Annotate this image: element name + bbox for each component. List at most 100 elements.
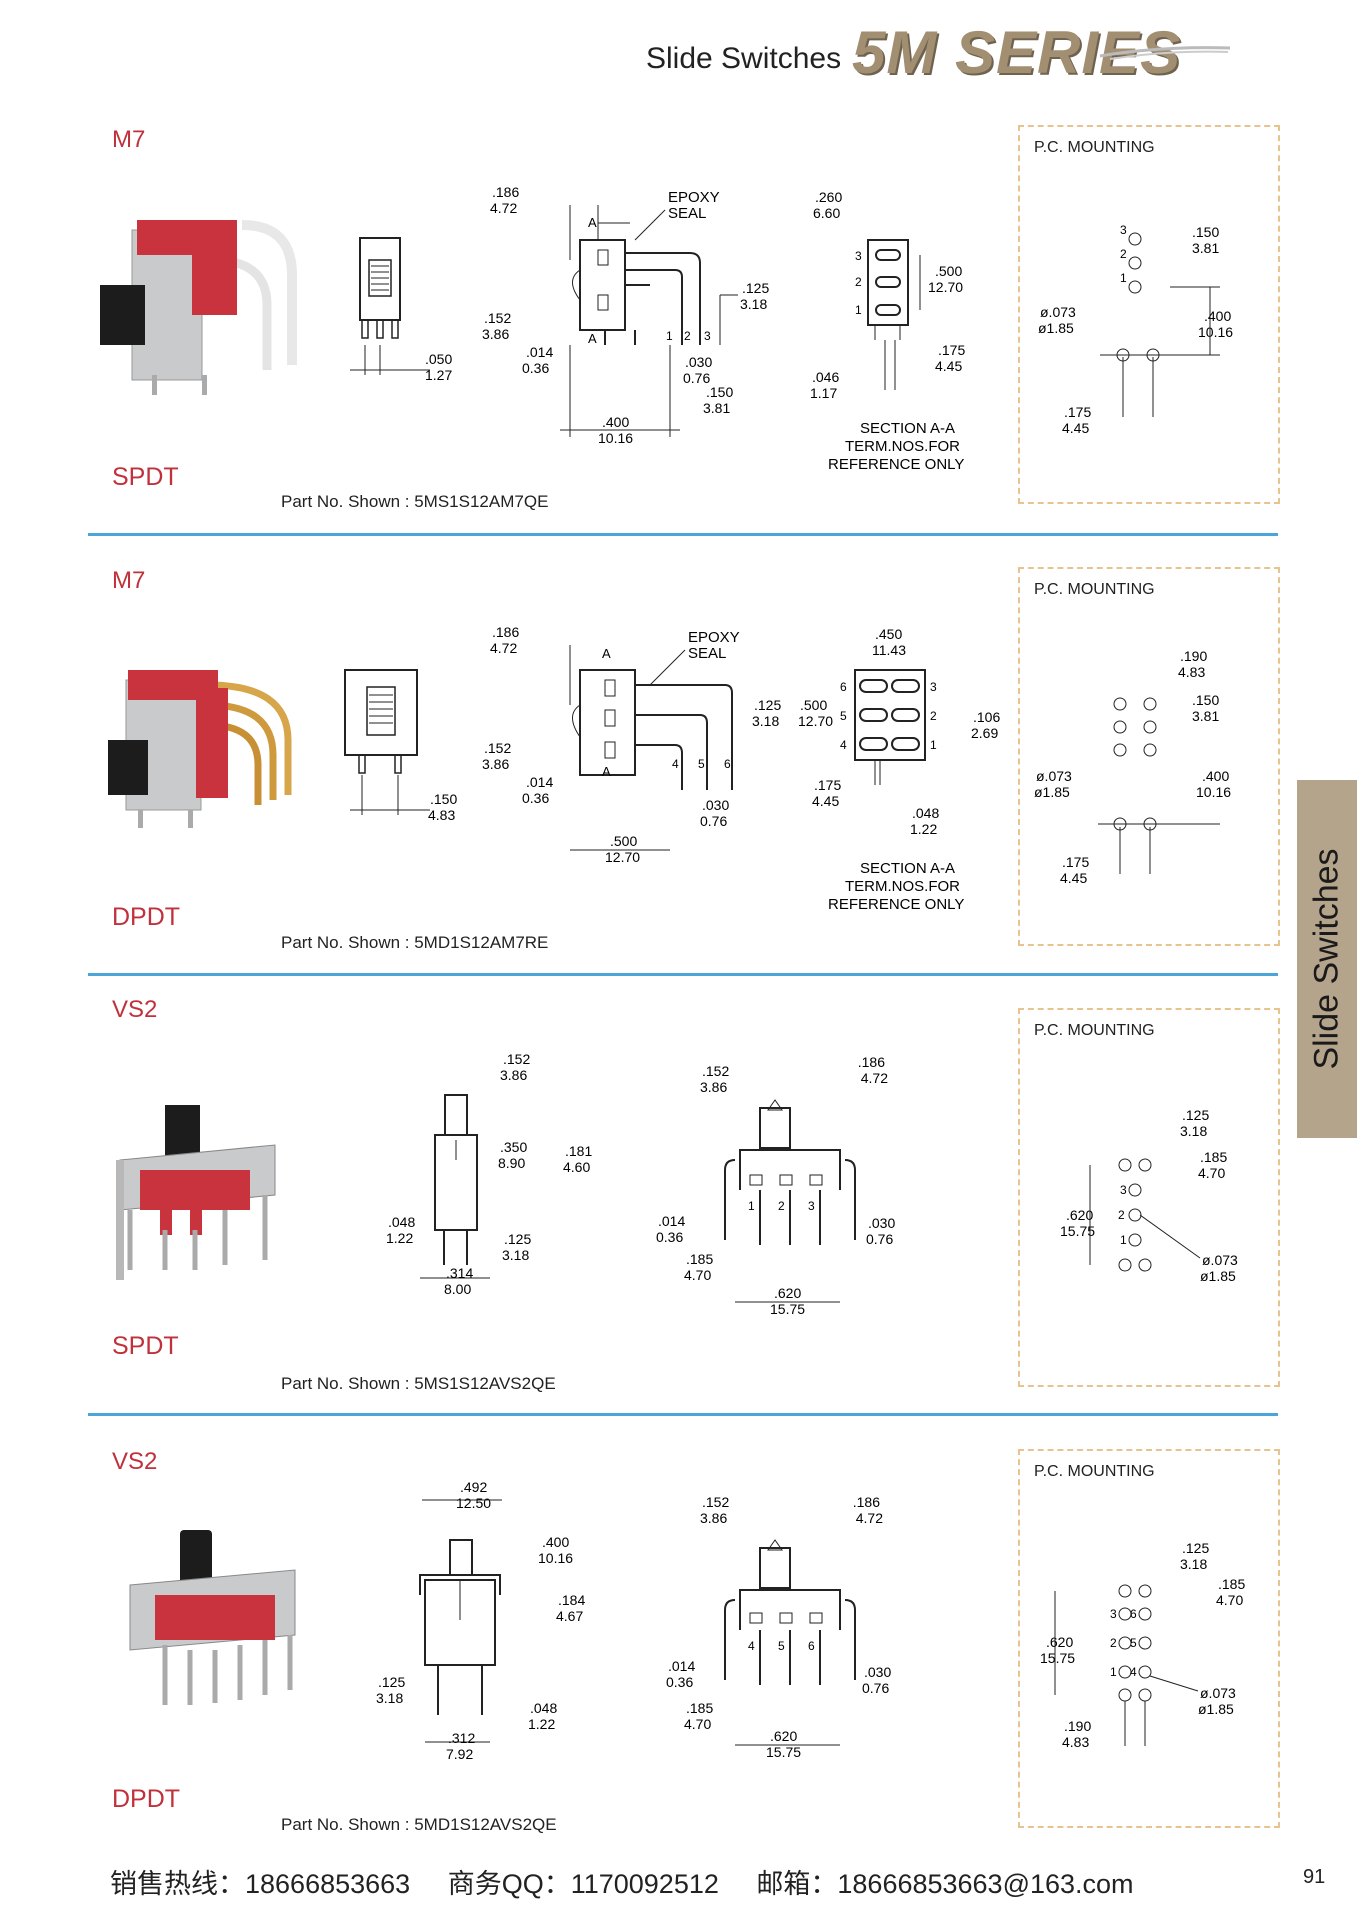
dim-text: 4.70 (684, 1267, 711, 1283)
page-number: 91 (1303, 1866, 1326, 1888)
terminal-label: 5 (698, 757, 705, 771)
dim-text: .314 (446, 1265, 473, 1281)
dim-text: 0.76 (683, 370, 710, 386)
pole-label: DPDT (112, 903, 181, 931)
pole-label: SPDT (112, 463, 179, 491)
dim-text: .125 (378, 1674, 405, 1690)
dim-text: .500 (610, 833, 637, 849)
dim-text: .046 (812, 369, 839, 385)
dim-text: 3.18 (376, 1690, 403, 1706)
dim-text: .152 (702, 1063, 729, 1079)
model-label: VS2 (112, 996, 158, 1023)
dim-text: 3.86 (482, 326, 509, 342)
mounting-title: P.C. MOUNTING (1034, 139, 1155, 156)
section-caption: SECTION A-A (860, 860, 955, 877)
dim-text: .050 (425, 351, 452, 367)
side-view-drawing: .186 4.72 EPOXY SEAL A 4 5 6 .125 3.18 .… (482, 624, 781, 865)
terminal-label: 2 (855, 275, 862, 289)
dim-text: 15.75 (1040, 1650, 1075, 1666)
terminal-label: 1 (1120, 1233, 1127, 1247)
side-tab-label: Slide Switches (1307, 848, 1346, 1070)
dim-text: .186 (492, 624, 519, 640)
dim-text: 7.92 (446, 1746, 473, 1762)
dim-text: 0.76 (862, 1680, 889, 1696)
terminal-label: 3 (1120, 1183, 1127, 1197)
dim-text: .350 (500, 1139, 527, 1155)
section-divider (88, 973, 1278, 976)
dim-text: 4.83 (1178, 664, 1205, 680)
dim-text: .185 (686, 1251, 713, 1267)
dim-text: ø.073 (1036, 768, 1072, 784)
dim-text: .400 (542, 1534, 569, 1550)
terminal-label: 1 (855, 303, 862, 317)
dim-text: 0.36 (522, 790, 549, 806)
pc-mounting-box: P.C. MOUNTING .190 4.83 .150 3.81 ø.073 … (1018, 567, 1280, 946)
pole-label: SPDT (112, 1332, 179, 1360)
dim-text: EPOXY (688, 629, 740, 646)
model-label: VS2 (112, 1448, 158, 1475)
dim-text: ø.073 (1200, 1685, 1236, 1701)
dim-text: .152 (503, 1051, 530, 1067)
dim-text: .175 (1064, 404, 1091, 420)
terminal-label: 1 (930, 738, 937, 752)
dim-text: .185 (686, 1700, 713, 1716)
dim-text: .152 (484, 310, 511, 326)
dim-text: 8.90 (498, 1155, 525, 1171)
dim-text: 1.22 (910, 821, 937, 837)
end-view-drawing: .152 3.86 .350 8.90 .181 4.60 .048 1.22 … (386, 1051, 592, 1297)
terminal-label: 5 (1130, 1636, 1137, 1650)
model-label: M7 (112, 567, 146, 594)
dim-text: .500 (800, 697, 827, 713)
dim-text: .030 (868, 1215, 895, 1231)
dim-text: 4.45 (812, 793, 839, 809)
dim-text: 1.27 (425, 367, 452, 383)
dim-text: .184 (558, 1592, 585, 1608)
terminal-label: 2 (930, 709, 937, 723)
section-caption: TERM.NOS.FOR (845, 438, 960, 455)
dim-text: 15.75 (770, 1301, 805, 1317)
section-caption: REFERENCE ONLY (828, 456, 964, 473)
dim-text: 3.18 (740, 296, 767, 312)
pc-mounting-drawing: 3 2 1 6 5 4 .125 3.18 .185 4.70 .620 15.… (1040, 1540, 1245, 1750)
mounting-title: P.C. MOUNTING (1034, 581, 1155, 598)
dim-text: .620 (1046, 1634, 1073, 1650)
dim-text: 3.18 (752, 713, 779, 729)
contact-email[interactable]: 邮箱：18666853663@163.com (756, 1869, 1134, 1899)
dim-text: 3.18 (502, 1247, 529, 1263)
product-photo-vs2-spdt (116, 1105, 276, 1280)
end-view-drawing: .492 12.50 .400 10.16 .184 4.67 .125 3.1… (376, 1479, 585, 1762)
terminal-label: 1 (1110, 1665, 1117, 1679)
section-caption: REFERENCE ONLY (828, 896, 964, 913)
terminal-label: 3 (1120, 223, 1127, 237)
dim-text: 10.16 (538, 1550, 573, 1566)
pc-mounting-drawing: .190 4.83 .150 3.81 ø.073 ø1.85 .400 10.… (1034, 648, 1231, 886)
dim-text: 2.69 (971, 725, 998, 741)
dim-text: .125 (1182, 1107, 1209, 1123)
dim-text: .190 (1064, 1718, 1091, 1734)
dim-text: 4.45 (935, 358, 962, 374)
dim-text: .400 (1202, 768, 1229, 784)
dim-text: .312 (448, 1730, 475, 1746)
pc-mounting-box: P.C. MOUNTING 3 2 1 6 5 4 .125 3.18 .185… (1018, 1449, 1280, 1828)
dim-text: .500 (935, 263, 962, 279)
dim-text: 10.16 (1198, 324, 1233, 340)
dim-text: 10.16 (1196, 784, 1231, 800)
dim-text: ø.073 (1040, 304, 1076, 320)
dim-text: .185 (1200, 1149, 1227, 1165)
section-aa-drawing: .450 11.43 6 5 4 3 2 1 .500 12.70 .106 2… (798, 626, 1000, 913)
side-tab[interactable]: Slide Switches (1297, 780, 1357, 1138)
dim-text: A (602, 646, 611, 661)
terminal-label: 6 (724, 757, 731, 771)
dim-text: 12.50 (456, 1495, 491, 1511)
dim-text: .125 (742, 280, 769, 296)
dim-text: 4.45 (1062, 420, 1089, 436)
header-subtitle: Slide Switches (646, 42, 842, 75)
dim-text: 3.81 (1192, 240, 1219, 256)
pc-mounting-box: P.C. MOUNTING 3 2 1 .125 3.18 .185 4.70 … (1018, 1008, 1280, 1387)
dim-text: .620 (774, 1285, 801, 1301)
terminal-label: 4 (840, 738, 847, 752)
dim-text: 4.72 (861, 1070, 888, 1086)
dim-text: 4.45 (1060, 870, 1087, 886)
dim-text: 4.70 (1216, 1592, 1243, 1608)
dim-text: .014 (526, 774, 553, 790)
